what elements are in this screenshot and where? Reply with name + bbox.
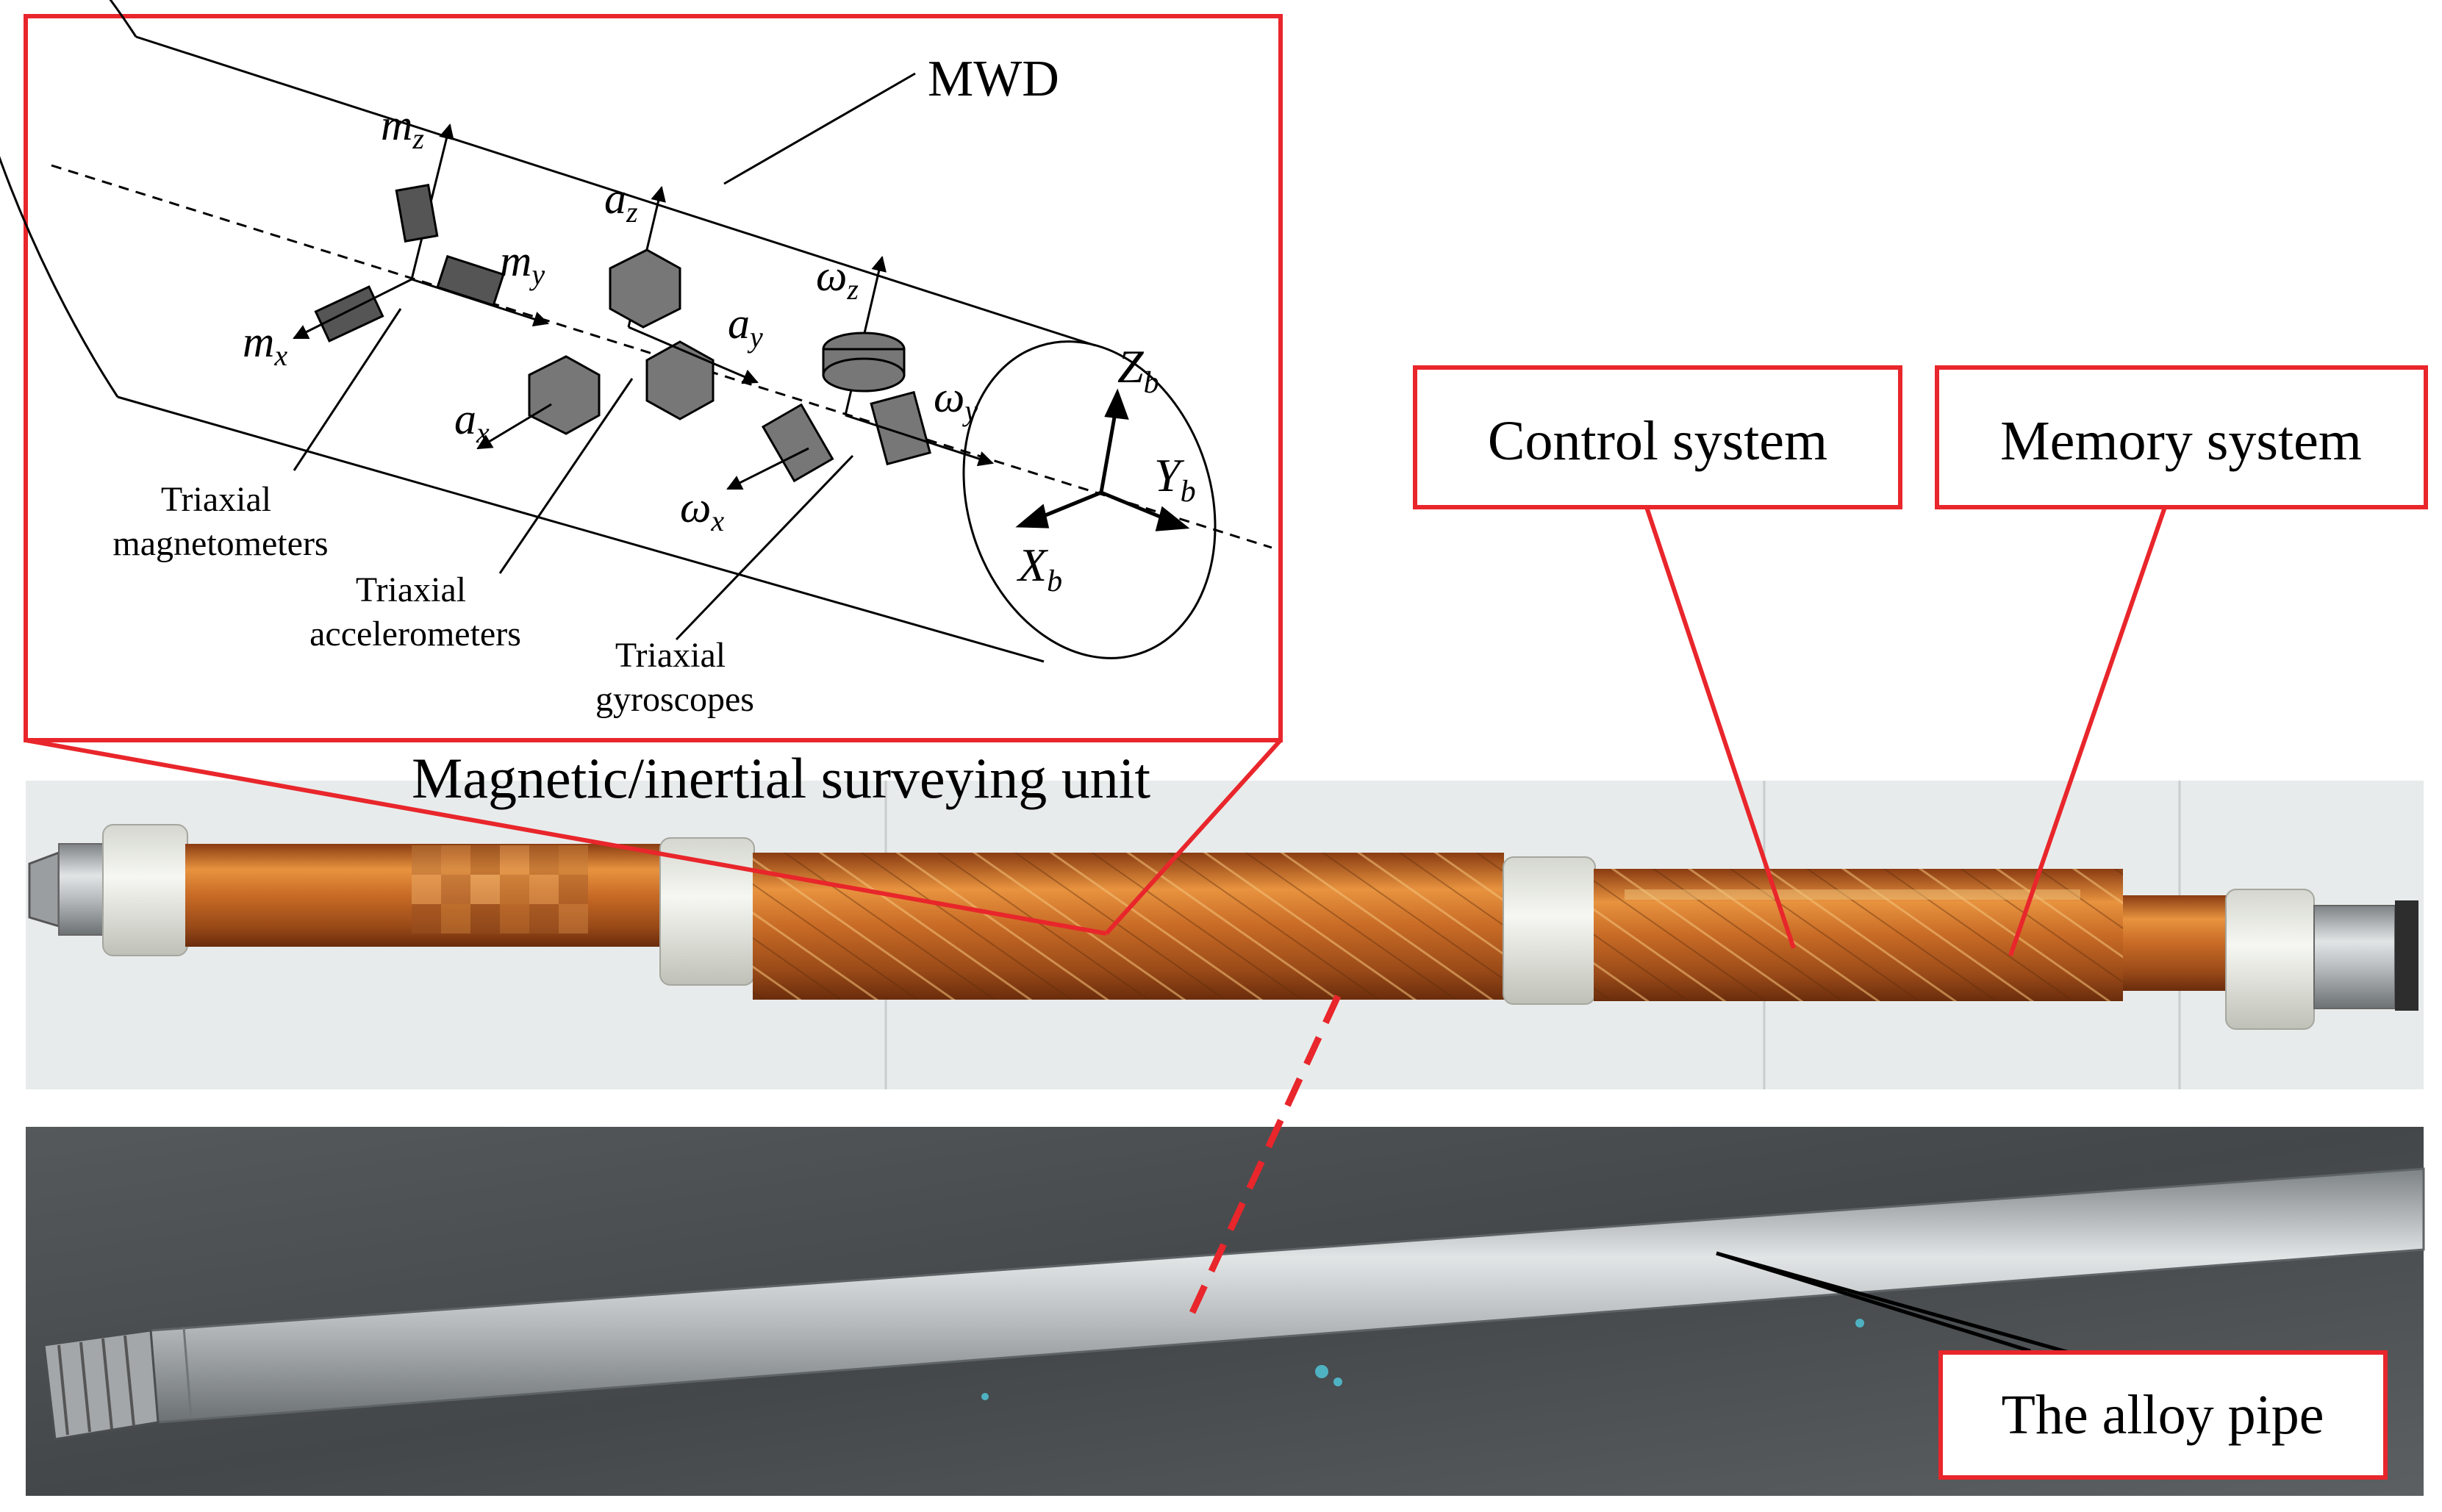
memory-system-box: Memory system	[1935, 365, 2428, 509]
alloy-pipe-label: The alloy pipe	[2002, 1384, 2324, 1446]
label-wy: ωy	[934, 373, 978, 427]
axis-label-yb: Yb	[1154, 449, 1196, 509]
magnetometer-sensors	[293, 123, 549, 343]
pipe-link-dashed	[1187, 995, 1342, 1317]
leader-lines	[293, 72, 916, 641]
inset-callout-left	[25, 738, 1107, 936]
end-nut	[28, 850, 60, 928]
pipe-threaded-end	[43, 1329, 160, 1441]
control-callout-line	[1644, 506, 1796, 949]
label-my: my	[500, 237, 545, 291]
mwd-label: MWD	[928, 51, 1059, 107]
accelerometer-sensors	[476, 185, 759, 450]
label-mz: mz	[381, 101, 424, 155]
label-accelerometers: Triaxial accelerometers	[309, 570, 521, 653]
memory-system-label: Memory system	[2000, 410, 2362, 472]
label-wz: ωz	[816, 251, 859, 306]
mwd-cylinder	[0, 0, 1217, 663]
sleeve-3	[1503, 856, 1596, 1005]
sleeve-4	[2225, 889, 2315, 1030]
control-system-label: Control system	[1488, 410, 1827, 472]
label-magnetometers: Triaxial magnetometers	[112, 480, 328, 563]
callout-lines	[25, 506, 2167, 1317]
mwd-inset: MWD Zb Yb Xb mz my mx az ay ax ωz ωy ωx …	[0, 0, 1283, 742]
instrument-photo	[26, 781, 2424, 1089]
label-az: az	[604, 174, 638, 229]
sleeve-1	[102, 824, 188, 956]
inset-callout-right	[1104, 738, 1283, 936]
memory-callout-line	[2008, 506, 2167, 956]
label-wx: ωx	[680, 483, 724, 537]
unit-caption: Magnetic/inertial surveying unit	[412, 746, 1150, 810]
label-ay: ay	[728, 299, 763, 354]
gyroscope-sensors	[726, 255, 994, 490]
label-ax: ax	[454, 395, 490, 449]
alloy-pipe-box: The alloy pipe	[1938, 1350, 2388, 1480]
axis-label-xb: Xb	[1016, 539, 1062, 598]
control-system-box: Control system	[1413, 365, 1902, 509]
alloy-pipe-callout	[1716, 1251, 2070, 1355]
label-mx: mx	[243, 318, 287, 372]
label-gyroscopes: Triaxial gyroscopes	[595, 636, 754, 719]
body-frame-axes	[1015, 388, 1190, 531]
axis-label-zb: Zb	[1117, 340, 1159, 400]
